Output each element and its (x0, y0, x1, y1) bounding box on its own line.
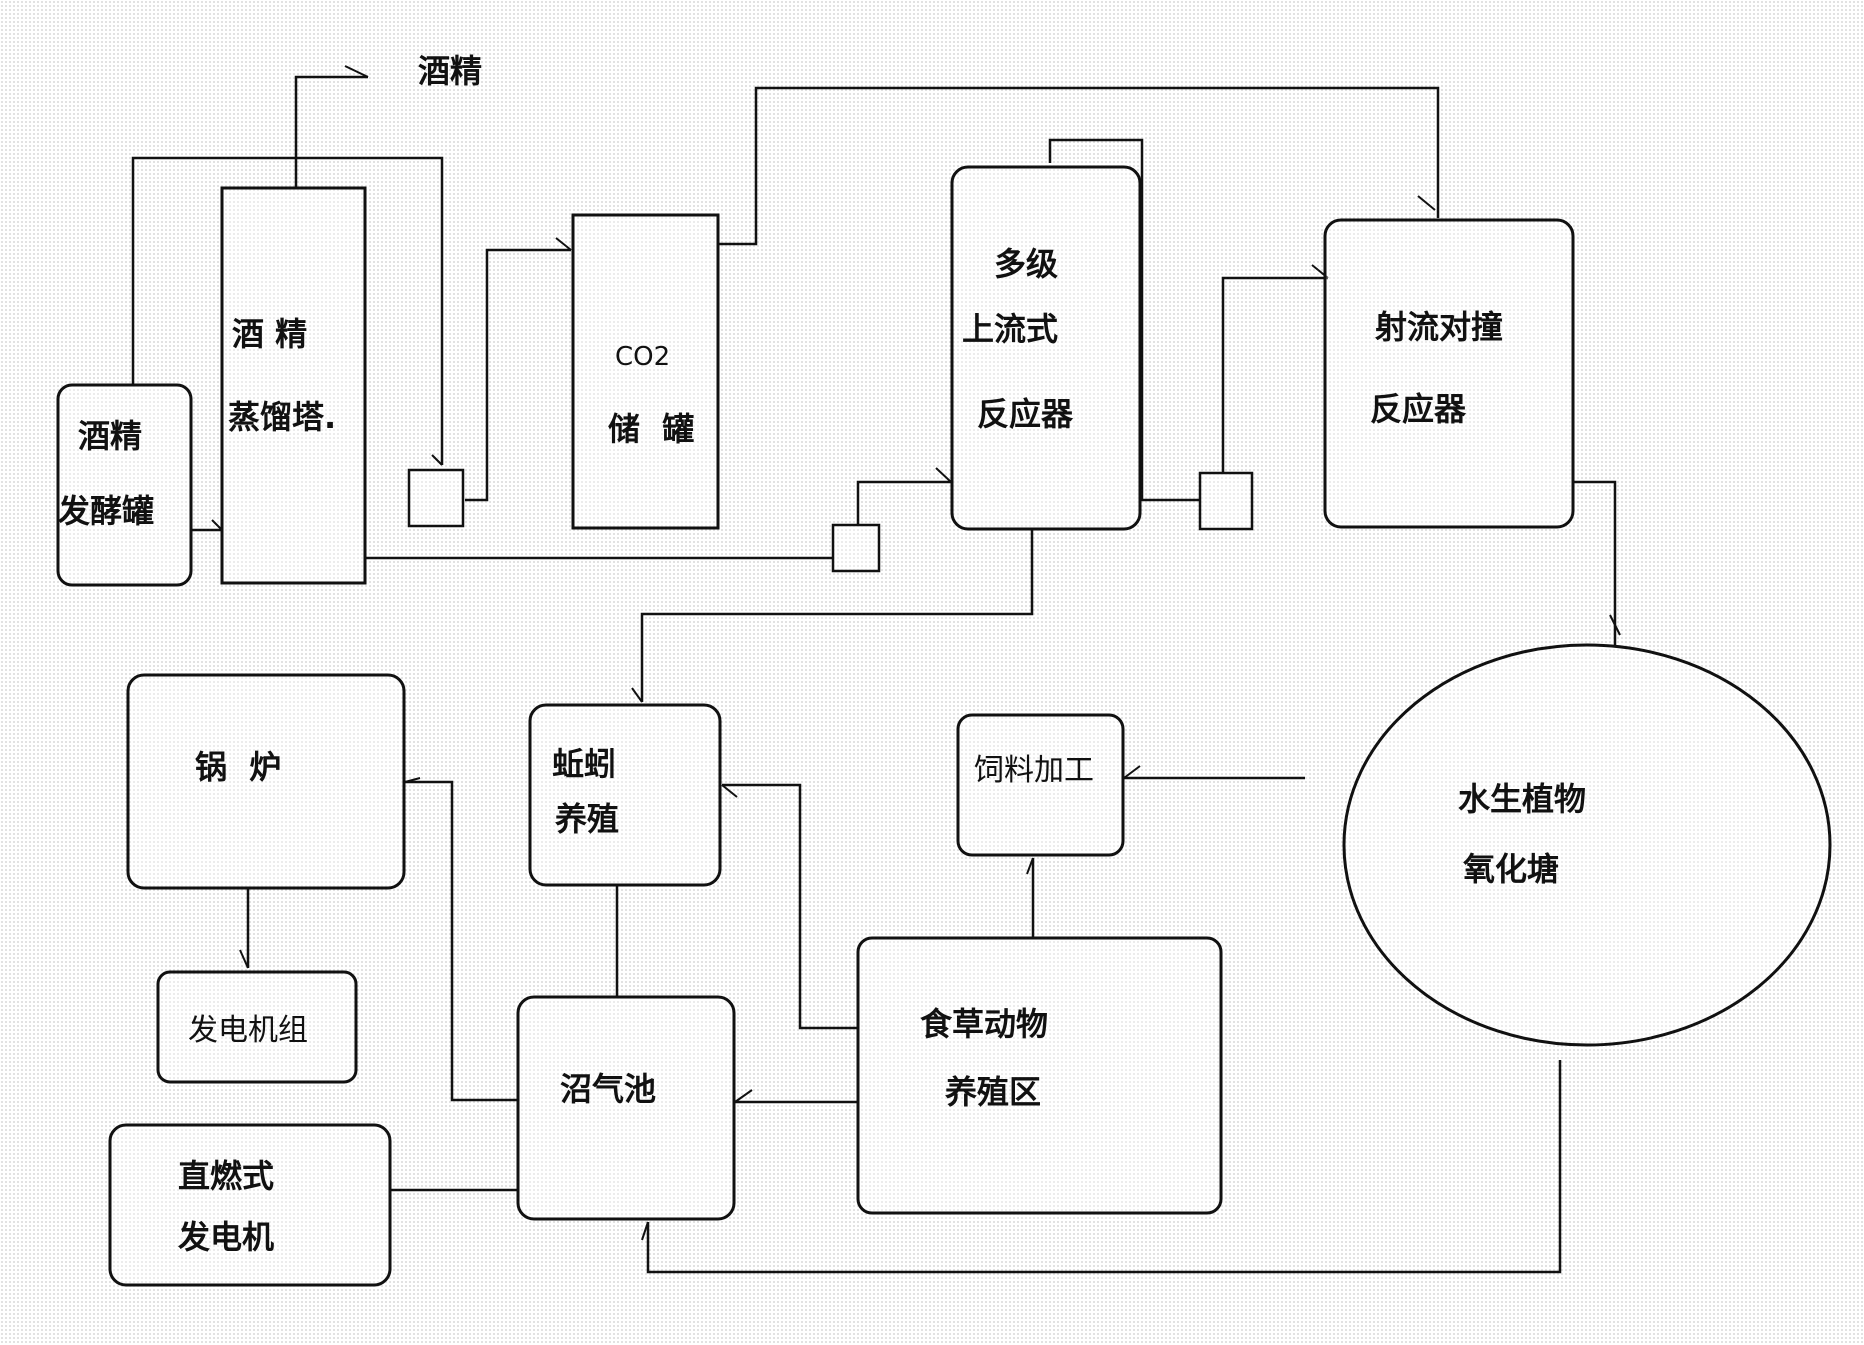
flow-valve3-to-jet (1221, 276, 1328, 473)
node-boiler: 锅 炉 (126, 673, 406, 890)
node-fermenter-line1: 酒精 (78, 417, 142, 455)
node-alcohol-output: 酒精 (418, 52, 482, 90)
flow-reactor-top-loop (1048, 138, 1200, 502)
node-jet-reactor-line2: 反应器 (1370, 390, 1467, 428)
arrowhead (1123, 765, 1141, 779)
flow-fermenter-to-valve1 (131, 156, 444, 465)
flow-biogas-to-boiler (405, 780, 518, 1102)
arrowhead (239, 949, 249, 969)
arrowhead (1417, 195, 1436, 211)
arrowhead (734, 1089, 753, 1103)
node-upflow-reactor-line3: 反应器 (977, 395, 1074, 433)
valve-2 (831, 523, 881, 573)
flow-valve1-to-co2 (465, 248, 571, 502)
node-herbivore-area-line1: 食草动物 (920, 1005, 1048, 1043)
arrowhead (431, 454, 443, 466)
node-co2-tank: CO2 储 罐 (571, 213, 720, 530)
arrowhead (935, 467, 952, 483)
flow-co2-to-jet (718, 86, 1440, 246)
node-direct-generator: 直燃式 发电机 (108, 1123, 392, 1287)
node-feed-processing-label: 饲料加工 (974, 753, 1094, 788)
arrowhead (344, 65, 369, 78)
node-distillation-line2: 蒸馏塔. (228, 398, 336, 436)
flow-pond-to-biogas (646, 1060, 1562, 1274)
flow-distillation-to-alcohol (294, 75, 368, 188)
valve-1 (407, 468, 465, 528)
flow-lines (131, 65, 1621, 1274)
node-fermenter: 酒精 发酵罐 (56, 383, 193, 587)
node-jet-reactor: 射流对撞 反应器 (1323, 218, 1575, 529)
node-upflow-reactor-line2: 上流式 (962, 310, 1058, 348)
arrowhead (641, 1221, 649, 1241)
flow-reactor-to-earthworm (640, 528, 1034, 702)
node-generator-set: 发电机组 (156, 970, 358, 1084)
arrowhead (1609, 614, 1621, 636)
node-co2-tank-line2: 储 罐 (608, 410, 694, 448)
node-earthworm: 蚯蚓 养殖 (528, 703, 722, 887)
node-feed-processing: 饲料加工 (956, 713, 1125, 857)
arrowhead (1026, 857, 1034, 875)
alcohol-output-label: 酒精 (418, 52, 482, 90)
node-biogas-tank: 沼气池 (516, 995, 736, 1221)
node-herbivore-area: 食草动物 养殖区 (856, 936, 1223, 1215)
flow-jet-to-pond (1572, 480, 1617, 645)
node-fermenter-line2: 发酵罐 (58, 492, 154, 530)
arrowhead (404, 777, 421, 783)
node-herbivore-area-line2: 养殖区 (945, 1073, 1041, 1111)
node-direct-generator-line2: 发电机 (178, 1218, 274, 1256)
node-distillation: 酒 精 蒸馏塔. (220, 186, 367, 585)
node-biogas-tank-label: 沼气池 (560, 1070, 656, 1108)
node-earthworm-line2: 养殖 (555, 800, 619, 838)
node-earthworm-line1: 蚯蚓 (552, 745, 616, 783)
node-distillation-line1: 酒 精 (232, 315, 307, 353)
node-oxidation-pond-line1: 水生植物 (1458, 780, 1586, 818)
arrowhead (631, 687, 643, 703)
flow-herbivore-to-earthworm (722, 783, 858, 1030)
arrowhead (555, 237, 572, 251)
node-direct-generator-line1: 直燃式 (178, 1157, 274, 1195)
arrowhead (211, 519, 223, 531)
node-jet-reactor-line1: 射流对撞 (1374, 308, 1503, 346)
node-co2-tank-line1: CO2 (615, 342, 670, 372)
node-generator-set-label: 发电机组 (188, 1013, 308, 1048)
valve-3 (1198, 471, 1254, 531)
arrowhead (721, 784, 738, 798)
flow-valve2-to-reactor (856, 480, 951, 525)
node-upflow-reactor: 多级 上流式 反应器 (950, 165, 1142, 531)
node-boiler-label: 锅 炉 (195, 748, 281, 786)
node-oxidation-pond-line2: 氧化塘 (1463, 850, 1559, 888)
node-upflow-reactor-line1: 多级 (994, 245, 1058, 283)
node-oxidation-pond: 水生植物 氧化塘 (1342, 643, 1832, 1047)
